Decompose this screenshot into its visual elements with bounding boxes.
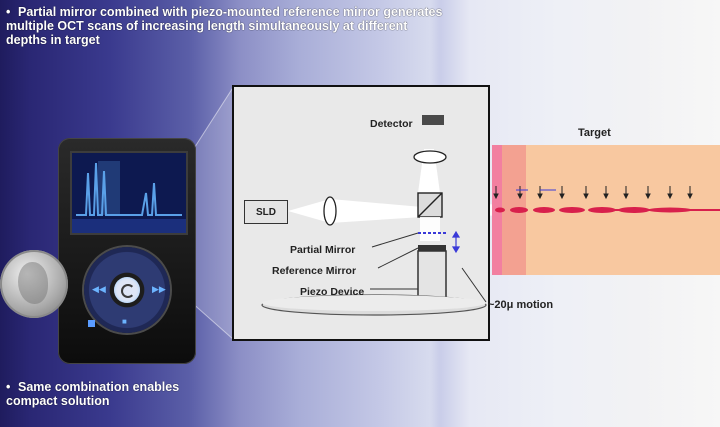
handheld-device-icon: ◀◀ ▶▶ ■ <box>58 138 196 364</box>
motion-arrows <box>451 230 461 254</box>
device-side-button <box>88 320 95 327</box>
next-icon: ▶▶ <box>152 284 166 294</box>
sld-source: SLD <box>244 200 288 224</box>
detector-icon <box>422 115 444 125</box>
coin-portrait <box>18 262 48 304</box>
reference-mirror-label: Reference Mirror <box>272 265 357 277</box>
bullet-point-bottom: •Same combination enables compact soluti… <box>6 380 226 408</box>
wheel-center-button <box>114 277 140 303</box>
stop-icon: ■ <box>122 317 127 326</box>
bullet-bottom-text: Same combination enables compact solutio… <box>6 380 180 408</box>
optics-schematic <box>261 115 487 316</box>
bullet-top-text: Partial mirror combined with piezo-mount… <box>6 5 443 47</box>
target-label: Target <box>578 127 611 139</box>
partial-mirror-label: Partial Mirror <box>290 244 356 256</box>
reference-mirror <box>418 245 446 251</box>
bullet-point-top: •Partial mirror combined with piezo-moun… <box>6 5 446 47</box>
scan-segments <box>495 207 720 213</box>
screen-signal-graph <box>72 161 186 233</box>
oct-diagram-panel: SLD Detector Partial Mirror Reference Mi… <box>232 85 490 341</box>
detector-label: Detector <box>370 118 413 130</box>
bullet-icon: • <box>6 380 11 394</box>
bullet-icon: • <box>6 5 11 19</box>
piezo-device-label: Piezo Device <box>300 286 365 298</box>
click-wheel: ◀◀ ▶▶ ■ <box>84 247 170 333</box>
motion-label: ~20μ motion <box>488 299 554 311</box>
motion-leader <box>461 267 487 303</box>
device-screen <box>70 151 188 235</box>
depth-arrows <box>493 186 693 200</box>
sld-label: SLD <box>256 206 276 218</box>
lens-horizontal <box>323 196 337 226</box>
previous-icon: ◀◀ <box>92 284 106 294</box>
quarter-coin-icon <box>0 250 68 318</box>
lens-vertical <box>413 150 447 164</box>
